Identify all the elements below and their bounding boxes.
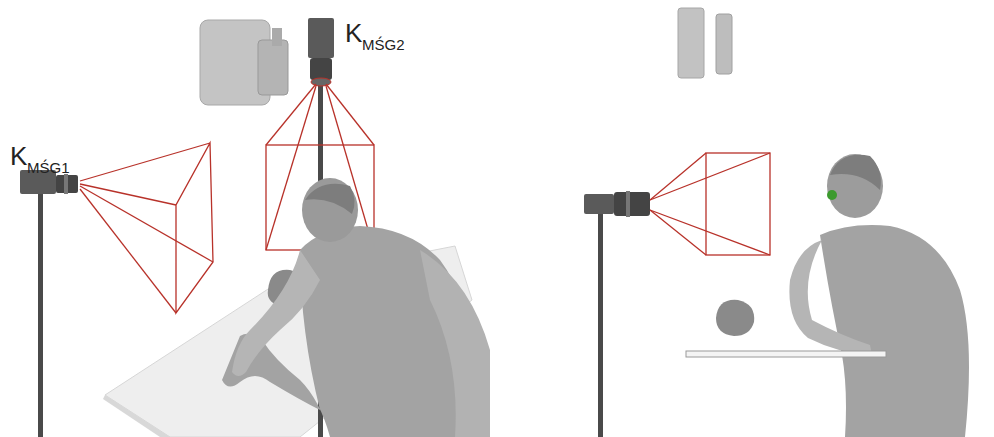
device-part <box>258 40 288 95</box>
camera-pole <box>38 192 43 437</box>
frustum-edge <box>80 143 210 181</box>
person-hair <box>305 184 355 214</box>
camera-frustum <box>80 143 213 313</box>
person-body <box>222 226 470 437</box>
camera-body <box>308 18 334 58</box>
frustum-edge <box>650 153 706 200</box>
device-part <box>716 14 732 74</box>
frustum-edge <box>266 84 316 145</box>
person <box>222 178 490 437</box>
projector-device <box>678 8 704 78</box>
table-edge <box>103 395 170 437</box>
frustum-edge <box>80 184 176 205</box>
frustum-edge <box>650 210 770 255</box>
camera-frustum <box>266 84 374 250</box>
lens-ring <box>64 174 68 194</box>
frustum-edge <box>326 84 374 145</box>
camera-subscript: MŚG2 <box>362 37 405 52</box>
person-body <box>820 225 969 437</box>
person-hair <box>830 155 881 190</box>
frustum-edge <box>650 210 706 255</box>
person-head <box>302 178 358 242</box>
frustum-face <box>706 153 770 255</box>
person-head <box>827 154 883 218</box>
frustum-edge <box>650 153 770 200</box>
device-part <box>272 28 282 46</box>
frustum-edge <box>80 186 213 262</box>
person-arm <box>789 240 872 355</box>
camera-lens <box>614 192 650 216</box>
lens-front <box>311 78 331 86</box>
head-marker <box>827 190 837 200</box>
camera-lens <box>56 175 78 193</box>
person <box>789 154 969 437</box>
camera-frustum <box>650 153 770 255</box>
camera-pole <box>598 212 603 437</box>
lens-ring <box>626 191 630 217</box>
camera-letter: K <box>345 20 362 46</box>
camera-subscript: MŚG1 <box>27 160 70 175</box>
frustum-face <box>176 143 213 313</box>
table-top <box>686 351 886 357</box>
camera-lens <box>310 58 332 80</box>
camera-letter: K <box>10 143 27 169</box>
frustum-edge <box>80 189 176 313</box>
camera-body <box>584 194 614 214</box>
person-arm <box>420 250 490 437</box>
ball <box>716 300 754 336</box>
person-arm <box>232 250 320 376</box>
